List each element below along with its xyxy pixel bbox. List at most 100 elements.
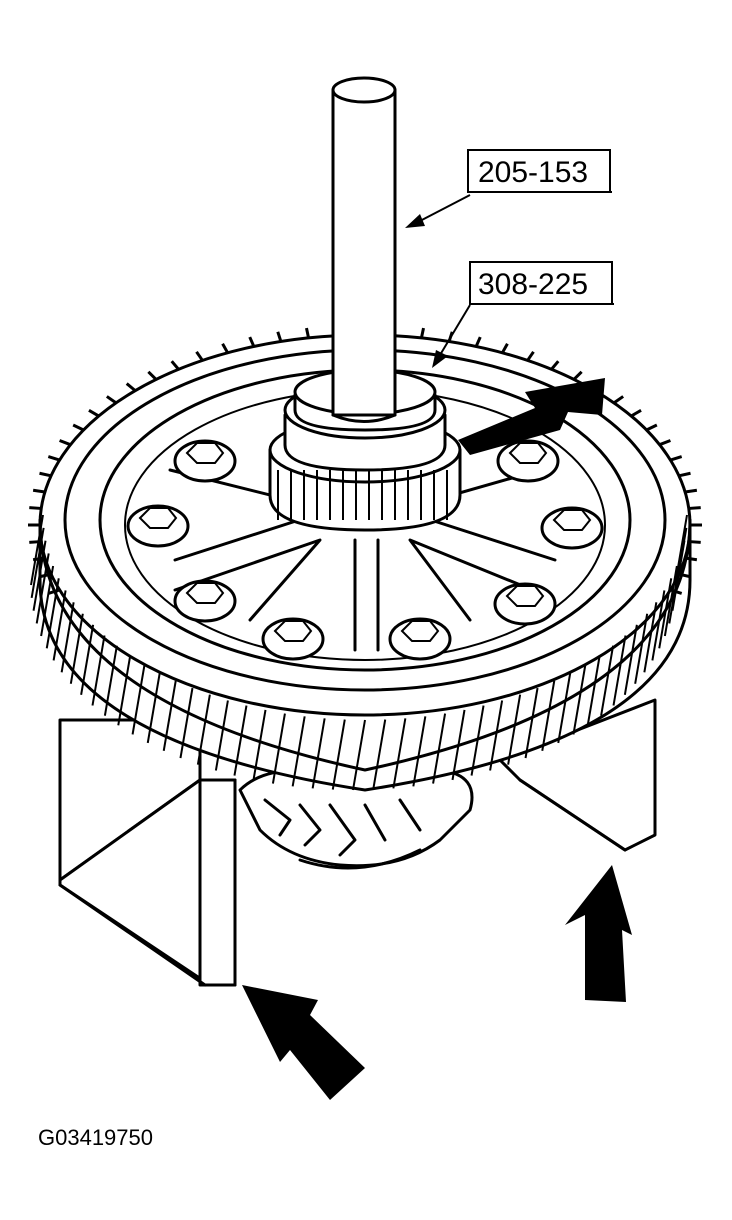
gear-tooth	[47, 588, 61, 595]
helical-tooth	[392, 718, 407, 789]
helical-tooth	[103, 645, 118, 716]
bolt-head	[493, 582, 557, 626]
helical-tooth	[311, 718, 326, 789]
gear-tooth	[678, 471, 691, 478]
helical-tooth	[196, 694, 211, 765]
gear-tooth	[147, 370, 158, 381]
gear-tooth	[221, 343, 229, 354]
figure-id: G03419750	[38, 1125, 153, 1150]
helical-tooth	[179, 687, 194, 759]
gear-tooth	[125, 382, 137, 392]
helical-tooth	[60, 602, 75, 673]
installer-knurling	[277, 470, 448, 520]
gear-tooth	[47, 455, 61, 462]
helical-tooth	[162, 680, 177, 752]
helical-tooth	[35, 553, 50, 624]
gear-tooth	[195, 350, 204, 362]
helical-tooth	[131, 664, 146, 735]
helical-tooth	[214, 700, 229, 771]
bolt-head	[496, 439, 560, 483]
helical-tooth	[271, 713, 286, 784]
gear-tooth	[29, 506, 42, 510]
gear-tooth	[474, 336, 482, 348]
helical-tooth	[634, 613, 649, 684]
right-support-block	[498, 698, 657, 852]
gear-tooth	[59, 439, 71, 447]
helical-tooth	[80, 624, 95, 696]
helical-tooth	[32, 540, 47, 611]
gear-tooth	[669, 455, 683, 462]
gear-tooth	[88, 408, 100, 418]
helical-tooth	[612, 635, 627, 706]
callout-205-153: 205-153	[405, 149, 612, 228]
gear-tooth	[630, 408, 642, 418]
gear-tooth	[645, 423, 658, 432]
helical-tooth	[117, 655, 132, 726]
left-support-block	[58, 718, 237, 987]
helical-tooth	[600, 645, 615, 716]
gear-tooth	[305, 327, 311, 339]
press-arrow-lower-right	[565, 865, 632, 1002]
gear-tooth	[550, 360, 560, 371]
gear-tooth	[29, 540, 42, 544]
gear-tooth	[678, 572, 691, 579]
helical-tooth	[643, 602, 658, 673]
helical-tooth	[45, 578, 60, 649]
helical-tooth	[331, 719, 346, 790]
helical-tooth	[291, 716, 306, 787]
callout-308-225: 308-225	[432, 261, 614, 368]
ring-gear-helical-teeth	[30, 514, 688, 791]
callout-label-308-225: 308-225	[478, 268, 588, 301]
helical-tooth	[623, 624, 638, 696]
helical-tooth	[30, 527, 45, 599]
ring-gear-bolts	[126, 439, 604, 661]
helical-tooth	[352, 719, 366, 791]
gear-tooth	[688, 540, 701, 544]
shaft	[331, 76, 397, 423]
helical-tooth	[663, 565, 678, 637]
bolt-head	[126, 504, 190, 548]
press-arrow-upper-right	[458, 378, 605, 455]
bolt-head	[261, 617, 325, 661]
helical-tooth	[52, 590, 67, 661]
bolt-head	[173, 439, 237, 483]
helical-tooth	[91, 635, 106, 706]
helical-tooth	[233, 705, 248, 776]
helical-tooth	[40, 565, 55, 637]
bolt-head	[173, 579, 237, 623]
gear-tooth	[688, 506, 701, 510]
helical-tooth	[524, 687, 539, 759]
bolt-head	[540, 506, 604, 550]
helical-tooth	[651, 590, 666, 661]
gear-tooth	[276, 331, 283, 342]
helical-tooth	[69, 613, 84, 684]
gear-tooth	[105, 395, 117, 405]
bolt-head	[388, 617, 452, 661]
helical-tooth	[372, 719, 387, 790]
gear-tooth	[170, 360, 180, 371]
helical-tooth	[489, 700, 504, 771]
helical-tooth	[658, 578, 673, 649]
helical-tooth	[451, 709, 466, 781]
gear-tooth	[572, 370, 583, 381]
gear-tooth	[501, 343, 509, 354]
helical-tooth	[412, 716, 427, 787]
gear-tooth	[32, 488, 46, 494]
helical-tooth	[470, 705, 485, 776]
helical-tooth	[146, 672, 161, 744]
helical-tooth	[30, 514, 44, 586]
helical-tooth	[252, 709, 267, 781]
gear-tooth	[248, 336, 256, 348]
helical-tooth	[507, 694, 522, 765]
gear-tooth	[613, 395, 625, 405]
helical-tooth	[541, 680, 556, 752]
helical-tooth	[668, 553, 683, 624]
helical-tooth	[557, 672, 572, 744]
helical-tooth	[572, 664, 587, 735]
gear-tooth	[39, 471, 52, 478]
gear-tooth	[72, 423, 85, 432]
helical-tooth	[432, 713, 447, 784]
gear-tooth	[526, 350, 535, 362]
gear-tooth	[659, 439, 671, 447]
